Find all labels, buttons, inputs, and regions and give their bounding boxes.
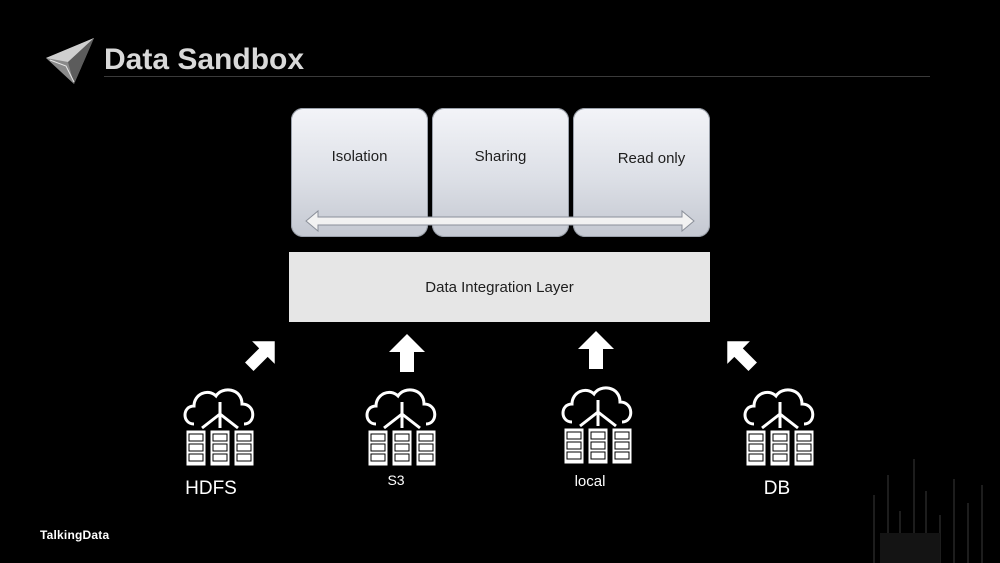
data-integration-layer: Data Integration Layer: [289, 252, 710, 322]
cloud-server-icon: [743, 388, 815, 467]
brand-logo-text: TalkingData: [40, 528, 110, 542]
source-label-s3: S3: [387, 472, 405, 488]
cloud-server-icon: [183, 388, 255, 467]
arrow-up-icon: [389, 334, 425, 372]
source-label-hdfs: HDFS: [185, 478, 237, 499]
decorative-lines: [873, 459, 983, 563]
source-label-local: local: [574, 473, 606, 490]
double-arrow-icon: [305, 209, 695, 233]
paper-plane-logo-icon: [46, 38, 94, 84]
property-label: Sharing: [474, 148, 527, 165]
cloud-server-icon: [561, 386, 633, 465]
property-label: Read only: [617, 150, 686, 167]
cloud-server-icon: [365, 388, 437, 467]
source-label-db: DB: [763, 478, 791, 499]
property-sharing: Sharing: [432, 108, 569, 237]
property-label: Isolation: [331, 148, 388, 165]
arrow-up-icon: [727, 341, 757, 371]
title-divider: [104, 76, 930, 77]
arrow-up-icon: [245, 341, 275, 371]
arrow-up-icon: [578, 331, 614, 369]
slide-title: Data Sandbox: [104, 43, 305, 76]
